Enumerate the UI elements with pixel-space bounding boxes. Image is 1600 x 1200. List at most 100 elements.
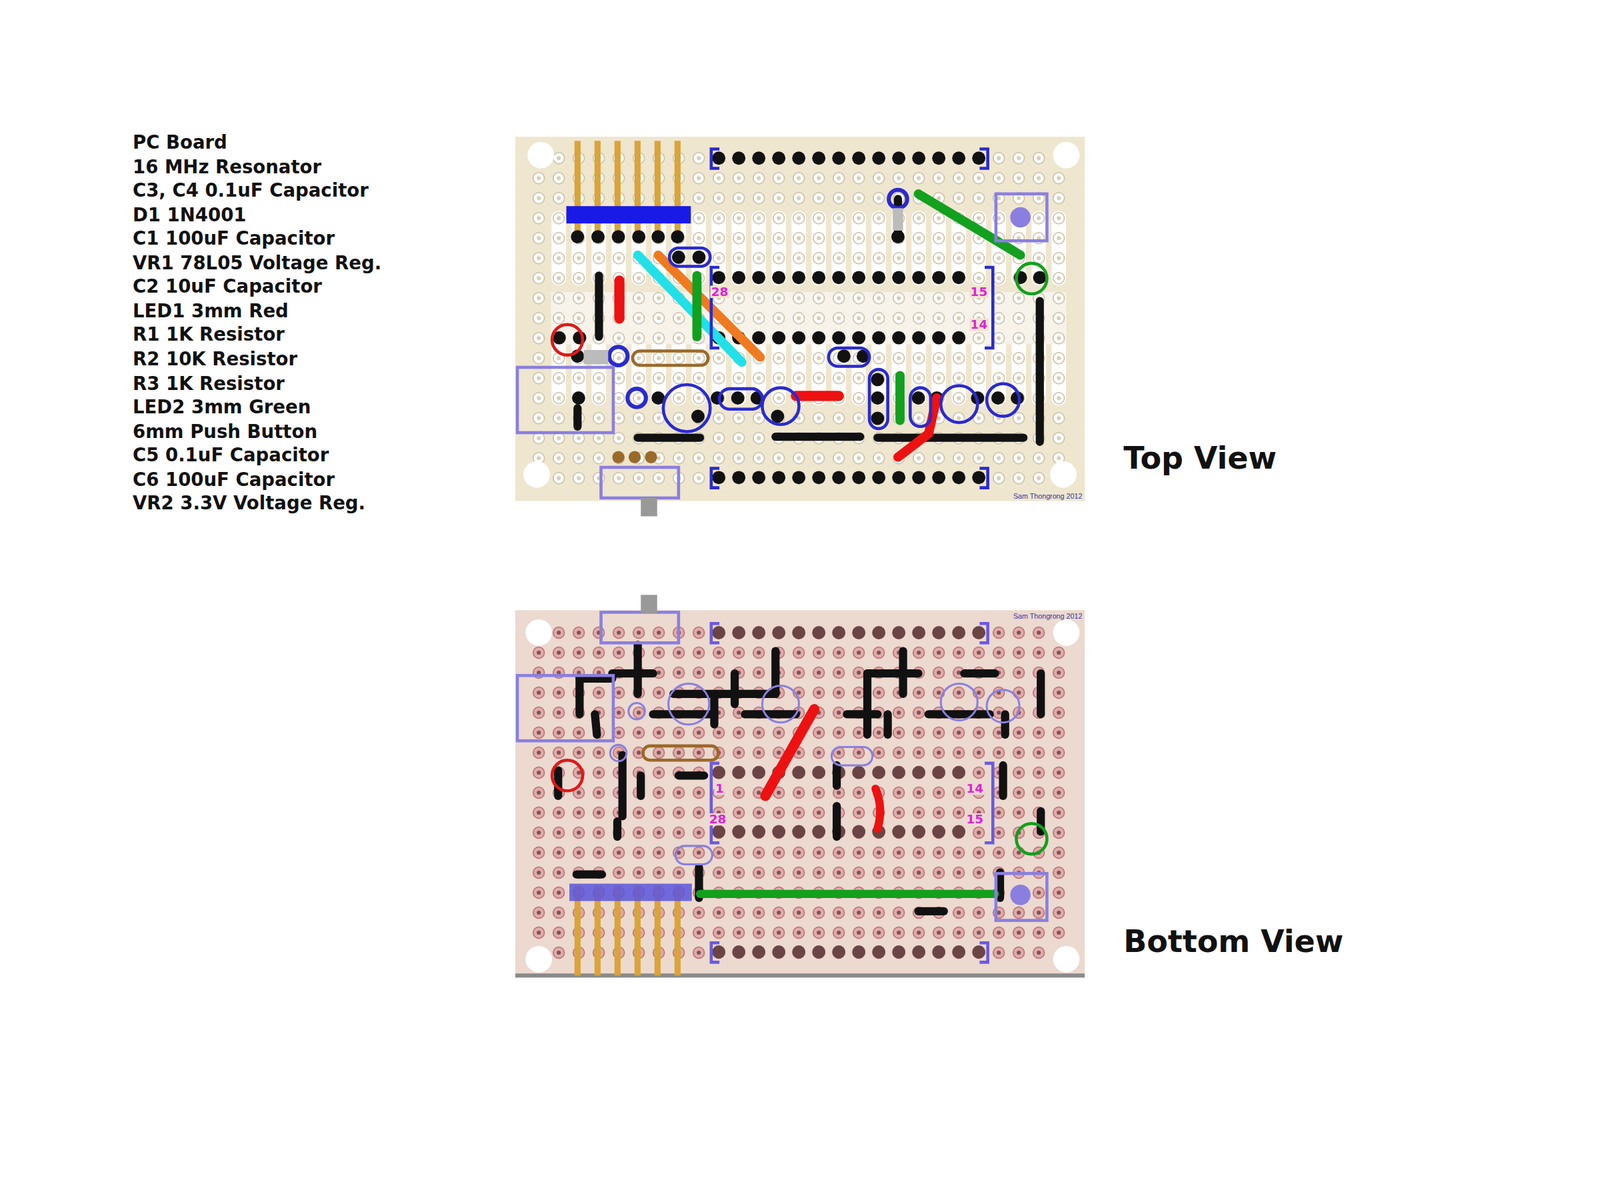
pad xyxy=(633,807,645,819)
component-pin xyxy=(752,151,766,165)
mounting-hole xyxy=(1053,142,1080,169)
pad xyxy=(753,252,765,264)
hole xyxy=(556,750,561,755)
hole xyxy=(676,730,681,735)
hole xyxy=(576,830,581,835)
hole xyxy=(716,196,721,200)
breadboard-strip xyxy=(911,211,926,286)
pad xyxy=(833,292,845,304)
wire xyxy=(614,280,624,319)
hole xyxy=(736,850,741,855)
pad xyxy=(553,472,565,484)
hole xyxy=(536,890,541,895)
pad xyxy=(753,292,765,304)
hole xyxy=(956,456,961,460)
pad xyxy=(813,687,825,699)
hole xyxy=(996,316,1001,320)
pad xyxy=(613,707,625,719)
pad xyxy=(913,232,925,244)
hole xyxy=(796,670,801,675)
pad xyxy=(713,667,725,679)
hole xyxy=(856,316,861,320)
hole xyxy=(756,236,761,240)
hole xyxy=(956,670,961,675)
hole xyxy=(576,810,581,815)
power-rail xyxy=(551,292,1067,344)
hole xyxy=(716,176,721,180)
hole xyxy=(936,356,941,360)
hole xyxy=(556,316,561,320)
hole xyxy=(1016,356,1021,360)
hole xyxy=(736,256,741,260)
pad xyxy=(1053,767,1065,779)
hole xyxy=(616,650,621,655)
pad xyxy=(993,827,1005,839)
pad xyxy=(733,172,745,184)
pad xyxy=(533,412,545,424)
hole xyxy=(996,750,1001,755)
pad xyxy=(533,292,545,304)
hole xyxy=(636,276,641,280)
hole xyxy=(976,456,981,460)
hole xyxy=(716,356,721,360)
pad xyxy=(913,352,925,364)
hole xyxy=(576,436,581,440)
component-pin xyxy=(892,151,906,165)
hole xyxy=(976,256,981,260)
hole xyxy=(916,296,921,300)
hole xyxy=(956,356,961,360)
hole xyxy=(536,376,541,380)
pad xyxy=(893,807,905,819)
hole xyxy=(616,850,621,855)
pad xyxy=(773,452,785,464)
hole xyxy=(836,930,841,935)
pad xyxy=(553,312,565,324)
pad xyxy=(733,787,745,799)
hole xyxy=(696,850,701,855)
hole xyxy=(656,476,661,480)
pad xyxy=(1033,727,1045,739)
hole xyxy=(696,476,701,480)
hole xyxy=(836,256,841,260)
pad xyxy=(853,747,865,759)
pad xyxy=(913,312,925,324)
pad xyxy=(753,192,765,204)
pad xyxy=(653,687,665,699)
pad xyxy=(773,312,785,324)
pad xyxy=(773,172,785,184)
pad xyxy=(853,787,865,799)
pad xyxy=(953,192,965,204)
pad xyxy=(733,372,745,384)
pad xyxy=(913,927,925,939)
pad xyxy=(833,707,845,719)
hole xyxy=(556,910,561,915)
hole xyxy=(576,790,581,795)
breadboard-strip xyxy=(731,211,746,286)
pad xyxy=(693,472,705,484)
pad xyxy=(873,252,885,264)
hole xyxy=(876,296,881,300)
pad xyxy=(553,647,565,659)
pad xyxy=(873,352,885,364)
hole xyxy=(716,456,721,460)
hole xyxy=(756,256,761,260)
hole xyxy=(796,316,801,320)
hole xyxy=(856,456,861,460)
hole xyxy=(976,850,981,855)
pad xyxy=(713,867,725,879)
hole xyxy=(736,216,741,220)
ic-bracket xyxy=(711,468,720,488)
hole xyxy=(696,730,701,735)
pad xyxy=(833,927,845,939)
hole xyxy=(836,750,841,755)
pad xyxy=(633,412,645,424)
pad xyxy=(713,907,725,919)
hole xyxy=(956,810,961,815)
pad xyxy=(793,452,805,464)
pad xyxy=(813,352,825,364)
hole xyxy=(976,196,981,200)
hole xyxy=(996,156,1001,160)
hole xyxy=(1036,750,1041,755)
hole xyxy=(976,416,981,420)
pad xyxy=(653,727,665,739)
